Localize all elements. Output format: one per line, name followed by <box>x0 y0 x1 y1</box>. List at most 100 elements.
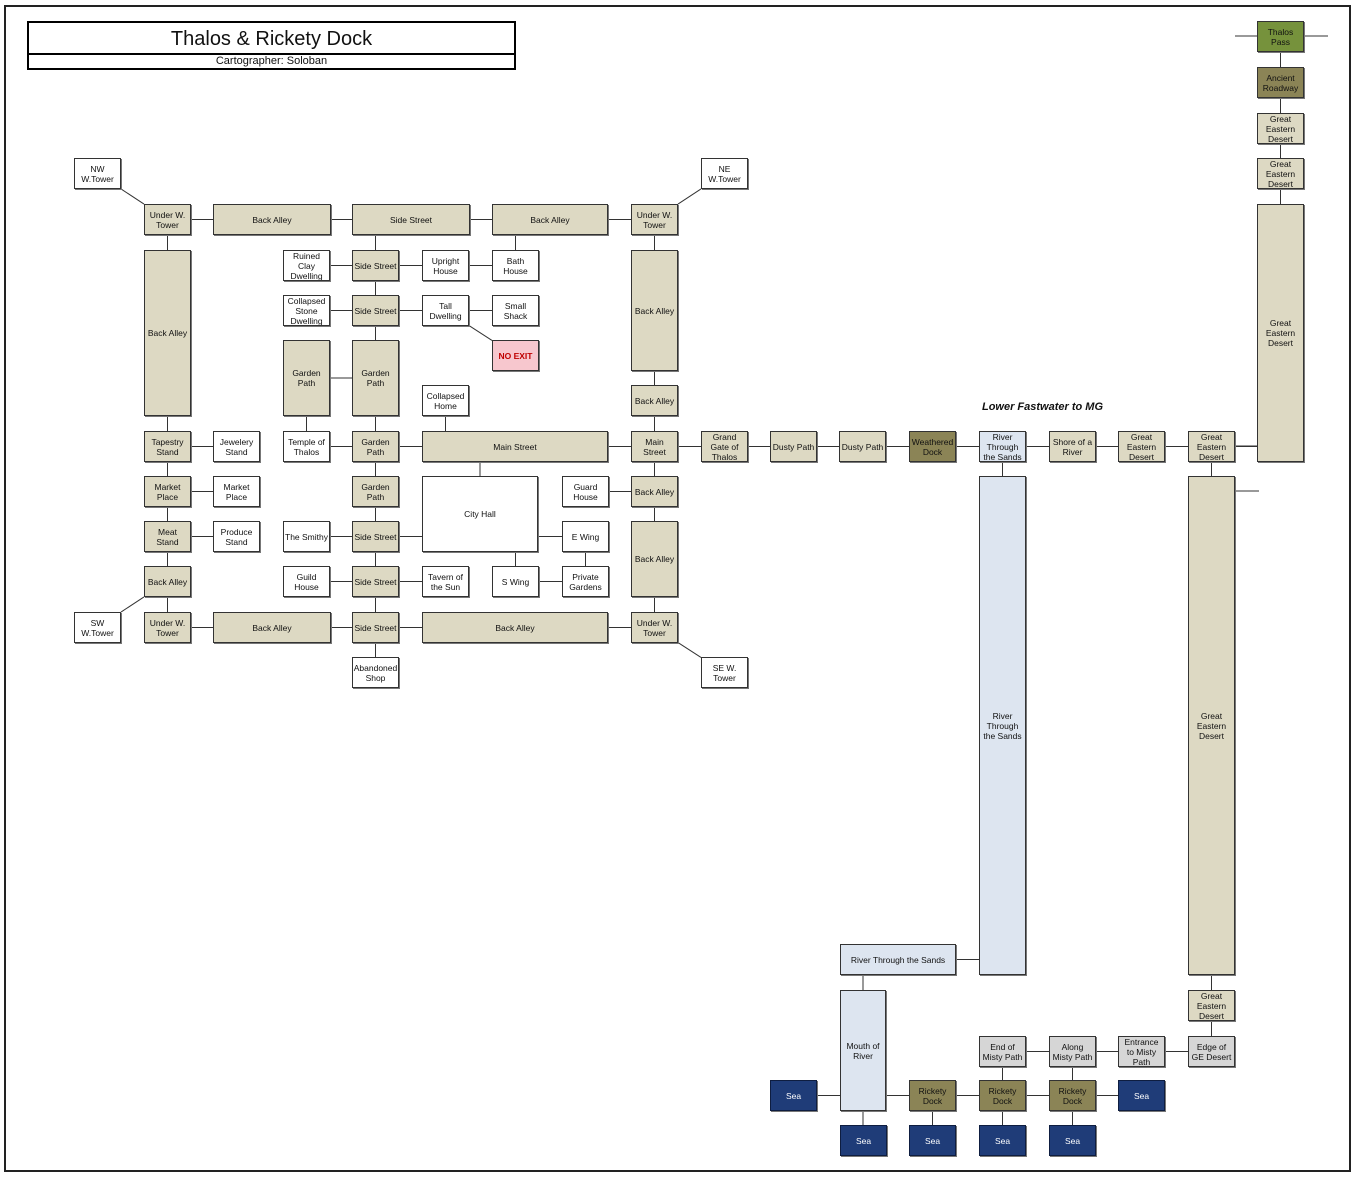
room-label: NE W.Tower <box>708 163 741 184</box>
room-sea-w[interactable]: Sea <box>770 1080 817 1111</box>
room-sea-1[interactable]: Sea <box>840 1125 887 1156</box>
room-ged-1[interactable]: Great Eastern Desert <box>1118 431 1165 462</box>
room-label: The Smithy <box>285 531 328 542</box>
room-jewelery[interactable]: Jewelery Stand <box>213 431 260 462</box>
room-upright[interactable]: Upright House <box>422 250 469 281</box>
room-label: Sea <box>994 1135 1011 1146</box>
room-thalos-pass[interactable]: Thalos Pass <box>1257 21 1304 52</box>
room-mouth[interactable]: Mouth of River <box>840 990 886 1111</box>
room-sea-e[interactable]: Sea <box>1118 1080 1165 1111</box>
room-gp-3[interactable]: Garden Path <box>352 431 399 462</box>
room-ba-e2[interactable]: Back Alley <box>631 385 678 416</box>
room-dusty-2[interactable]: Dusty Path <box>839 431 886 462</box>
room-misty-entrance[interactable]: Entrance to Misty Path <box>1118 1036 1165 1067</box>
room-label: Sea <box>785 1090 802 1101</box>
room-river-top[interactable]: River Through the Sands <box>979 431 1026 462</box>
room-ss-6[interactable]: Side Street <box>352 566 399 597</box>
room-collapsed-stone[interactable]: Collapsed Stone Dwelling <box>283 295 330 326</box>
room-smithy[interactable]: The Smithy <box>283 521 330 552</box>
room-uwt-nw[interactable]: Under W. Tower <box>144 204 191 235</box>
room-ss-5[interactable]: Side Street <box>352 521 399 552</box>
room-label: Under W. Tower <box>636 209 673 230</box>
room-label: Back Alley <box>252 622 292 633</box>
room-ne-tower[interactable]: NE W.Tower <box>701 158 748 189</box>
room-label: Side Street <box>354 305 397 316</box>
room-sea-4[interactable]: Sea <box>1049 1125 1096 1156</box>
room-misty-end[interactable]: End of Misty Path <box>979 1036 1026 1067</box>
room-uwt-se[interactable]: Under W. Tower <box>631 612 678 643</box>
room-bath[interactable]: Bath House <box>492 250 539 281</box>
room-tapestry[interactable]: Tapestry Stand <box>144 431 191 462</box>
room-ruined-clay[interactable]: Ruined Clay Dwelling <box>283 250 330 281</box>
room-ba-s2[interactable]: Back Alley <box>422 612 608 643</box>
room-ba-e3[interactable]: Back Alley <box>631 476 678 507</box>
room-produce[interactable]: Produce Stand <box>213 521 260 552</box>
room-label: Temple of Thalos <box>288 436 325 457</box>
room-ancient-road[interactable]: Ancient Roadway <box>1257 67 1304 98</box>
room-ss-3[interactable]: Side Street <box>352 295 399 326</box>
room-gp-1[interactable]: Garden Path <box>283 340 330 416</box>
room-ba-sw[interactable]: Back Alley <box>144 566 191 597</box>
room-ss-s[interactable]: Side Street <box>352 612 399 643</box>
room-s-wing[interactable]: S Wing <box>492 566 539 597</box>
room-ba-n1[interactable]: Back Alley <box>213 204 331 235</box>
room-ged-n1[interactable]: Great Eastern Desert <box>1257 113 1304 144</box>
room-ss-n[interactable]: Side Street <box>352 204 470 235</box>
room-rickety-2[interactable]: Rickety Dock <box>979 1080 1026 1111</box>
room-label: Garden Path <box>361 481 390 502</box>
room-label: Sea <box>1064 1135 1081 1146</box>
room-ged-n2[interactable]: Great Eastern Desert <box>1257 158 1304 189</box>
room-river-wide[interactable]: River Through the Sands <box>840 944 956 975</box>
room-label: Produce Stand <box>220 526 253 547</box>
room-temple[interactable]: Temple of Thalos <box>283 431 330 462</box>
room-rickety-3[interactable]: Rickety Dock <box>1049 1080 1096 1111</box>
room-misty-along[interactable]: Along Misty Path <box>1049 1036 1096 1067</box>
room-label: River Through the Sands <box>983 431 1022 462</box>
room-ba-e1[interactable]: Back Alley <box>631 250 678 371</box>
room-river-long[interactable]: River Through the Sands <box>979 476 1026 975</box>
room-market-1[interactable]: Market Place <box>144 476 191 507</box>
room-market-2[interactable]: Market Place <box>213 476 260 507</box>
room-abandoned[interactable]: Abandoned Shop <box>352 657 399 688</box>
room-private[interactable]: Private Gardens <box>562 566 609 597</box>
room-e-wing[interactable]: E Wing <box>562 521 609 552</box>
room-gp-4[interactable]: Garden Path <box>352 476 399 507</box>
room-guard[interactable]: Guard House <box>562 476 609 507</box>
room-ged-big[interactable]: Great Eastern Desert <box>1257 204 1304 462</box>
room-ba-w[interactable]: Back Alley <box>144 250 191 416</box>
room-sea-3[interactable]: Sea <box>979 1125 1026 1156</box>
room-city-hall[interactable]: City Hall <box>422 476 538 552</box>
room-guild[interactable]: Guild House <box>283 566 330 597</box>
room-grand-gate[interactable]: Grand Gate of Thalos <box>701 431 748 462</box>
room-uwt-ne[interactable]: Under W. Tower <box>631 204 678 235</box>
room-label: Side Street <box>354 260 397 271</box>
room-main-e[interactable]: Main Street <box>631 431 678 462</box>
room-no-exit[interactable]: NO EXIT <box>492 340 539 371</box>
room-ged-2[interactable]: Great Eastern Desert <box>1188 431 1235 462</box>
room-edge-ge[interactable]: Edge of GE Desert <box>1188 1036 1235 1067</box>
room-dusty-1[interactable]: Dusty Path <box>770 431 817 462</box>
room-small-shack[interactable]: Small Shack <box>492 295 539 326</box>
room-ba-n2[interactable]: Back Alley <box>492 204 608 235</box>
area-label: Lower Fastwater to MG <box>981 401 1104 413</box>
room-main-w[interactable]: Main Street <box>422 431 608 462</box>
room-ged-s[interactable]: Great Eastern Desert <box>1188 990 1235 1021</box>
room-label: Side Street <box>354 531 397 542</box>
room-ba-e4[interactable]: Back Alley <box>631 521 678 597</box>
room-meat[interactable]: Meat Stand <box>144 521 191 552</box>
room-sea-2[interactable]: Sea <box>909 1125 956 1156</box>
room-tavern[interactable]: Tavern of the Sun <box>422 566 469 597</box>
room-collapsed-home[interactable]: Collapsed Home <box>422 385 469 416</box>
room-uwt-sw[interactable]: Under W. Tower <box>144 612 191 643</box>
room-weathered[interactable]: Weathered Dock <box>909 431 956 462</box>
room-shore[interactable]: Shore of a River <box>1049 431 1096 462</box>
room-sw-tower[interactable]: SW W.Tower <box>74 612 121 643</box>
room-ss-2[interactable]: Side Street <box>352 250 399 281</box>
room-ged-long[interactable]: Great Eastern Desert <box>1188 476 1235 975</box>
room-tall[interactable]: Tall Dwelling <box>422 295 469 326</box>
room-nw-tower[interactable]: NW W.Tower <box>74 158 121 189</box>
room-rickety-1[interactable]: Rickety Dock <box>909 1080 956 1111</box>
room-gp-2[interactable]: Garden Path <box>352 340 399 416</box>
room-se-tower[interactable]: SE W. Tower <box>701 657 748 688</box>
room-ba-s1[interactable]: Back Alley <box>213 612 331 643</box>
